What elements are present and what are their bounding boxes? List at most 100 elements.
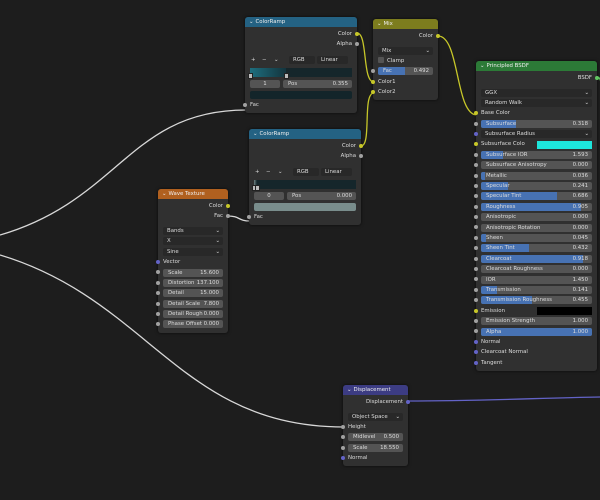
bands-dropdown[interactable]: Bands⌄	[163, 226, 223, 235]
float-socket[interactable]	[156, 270, 160, 275]
node-header[interactable]: ⌄ColorRamp	[249, 129, 361, 139]
collapse-chevron-icon[interactable]: ⌄	[347, 387, 352, 393]
float-socket[interactable]	[226, 214, 230, 219]
color-ramp[interactable]	[249, 178, 361, 191]
vector-socket[interactable]	[474, 350, 478, 355]
collapse-chevron-icon[interactable]: ⌄	[253, 131, 258, 137]
subsurface-colo-color-swatch[interactable]	[536, 140, 592, 149]
object-space-dropdown[interactable]: Object Space⌄	[348, 412, 403, 421]
collapse-chevron-icon[interactable]: ⌄	[249, 19, 254, 25]
color-socket[interactable]	[436, 34, 440, 38]
float-socket[interactable]	[156, 301, 160, 306]
float-socket[interactable]	[474, 183, 478, 188]
float-socket[interactable]	[156, 280, 160, 285]
vector-socket[interactable]	[156, 259, 160, 264]
float-socket[interactable]	[474, 287, 478, 292]
ramp-stop-handle[interactable]	[255, 184, 261, 191]
ramp-gradient-bar[interactable]	[252, 179, 356, 191]
mix-dropdown[interactable]: Mix⌄	[378, 46, 433, 55]
float-socket[interactable]	[474, 121, 478, 126]
float-socket[interactable]	[474, 215, 478, 220]
node-header[interactable]: ⌄Displacement	[343, 385, 408, 395]
float-socket[interactable]	[474, 256, 478, 261]
color-ramp[interactable]	[245, 66, 357, 79]
active-stop-index[interactable]: 0	[254, 191, 284, 200]
x-dropdown[interactable]: X⌄	[163, 237, 223, 246]
float-socket[interactable]	[474, 277, 478, 282]
color-mode-dropdown[interactable]: RGB	[293, 167, 319, 176]
float-socket[interactable]	[474, 194, 478, 199]
float-socket[interactable]	[341, 435, 345, 440]
float-socket[interactable]	[341, 445, 345, 450]
ramp-gradient-bar[interactable]	[248, 67, 352, 79]
node-header[interactable]: ⌄Mix	[373, 19, 438, 29]
collapse-chevron-icon[interactable]: ⌄	[162, 191, 167, 197]
float-socket[interactable]	[474, 173, 478, 178]
vector-socket[interactable]	[406, 400, 410, 404]
color-socket[interactable]	[226, 204, 230, 208]
color-socket[interactable]	[474, 111, 478, 116]
float-socket[interactable]	[474, 246, 478, 251]
float-socket[interactable]	[156, 291, 160, 296]
float-socket[interactable]	[247, 214, 251, 219]
add-stop-button[interactable]: +	[251, 56, 256, 63]
random-walk-dropdown[interactable]: Random Walk⌄	[481, 98, 592, 107]
float-socket[interactable]	[341, 424, 345, 429]
ggx-dropdown[interactable]: GGX⌄	[481, 88, 592, 97]
float-socket[interactable]	[474, 225, 478, 230]
collapse-chevron-icon[interactable]: ⌄	[377, 21, 382, 27]
color-mode-dropdown[interactable]: RGB	[289, 55, 315, 64]
float-socket[interactable]	[474, 318, 478, 323]
interpolation-dropdown[interactable]: Linear	[321, 167, 352, 176]
interpolation-dropdown[interactable]: Linear	[317, 55, 348, 64]
float-socket[interactable]	[156, 322, 160, 327]
ramp-stop-handle[interactable]	[248, 72, 253, 79]
float-socket[interactable]	[474, 235, 478, 240]
node-header[interactable]: ⌄Principled BSDF	[476, 61, 597, 71]
add-stop-button[interactable]: +	[255, 168, 260, 175]
float-socket[interactable]	[474, 298, 478, 303]
remove-stop-button[interactable]: −	[266, 168, 271, 175]
float-socket[interactable]	[243, 102, 247, 107]
ramp-menu-chevron-icon[interactable]: ⌄	[274, 56, 279, 63]
vector-socket[interactable]	[341, 455, 345, 460]
color-socket[interactable]	[371, 79, 375, 84]
shader-socket[interactable]	[595, 76, 599, 80]
color-socket[interactable]	[359, 144, 363, 148]
float-socket[interactable]	[474, 329, 478, 334]
subsurface-radius-dropdown[interactable]: Subsurface Radius⌄	[481, 130, 592, 139]
float-socket[interactable]	[156, 311, 160, 316]
emission-color-swatch[interactable]	[536, 306, 592, 315]
float-socket[interactable]	[355, 42, 359, 47]
clamp-checkbox[interactable]	[378, 57, 384, 64]
vector-socket[interactable]	[474, 131, 478, 136]
ramp-stop-handle[interactable]	[284, 72, 290, 79]
float-socket[interactable]	[474, 163, 478, 168]
